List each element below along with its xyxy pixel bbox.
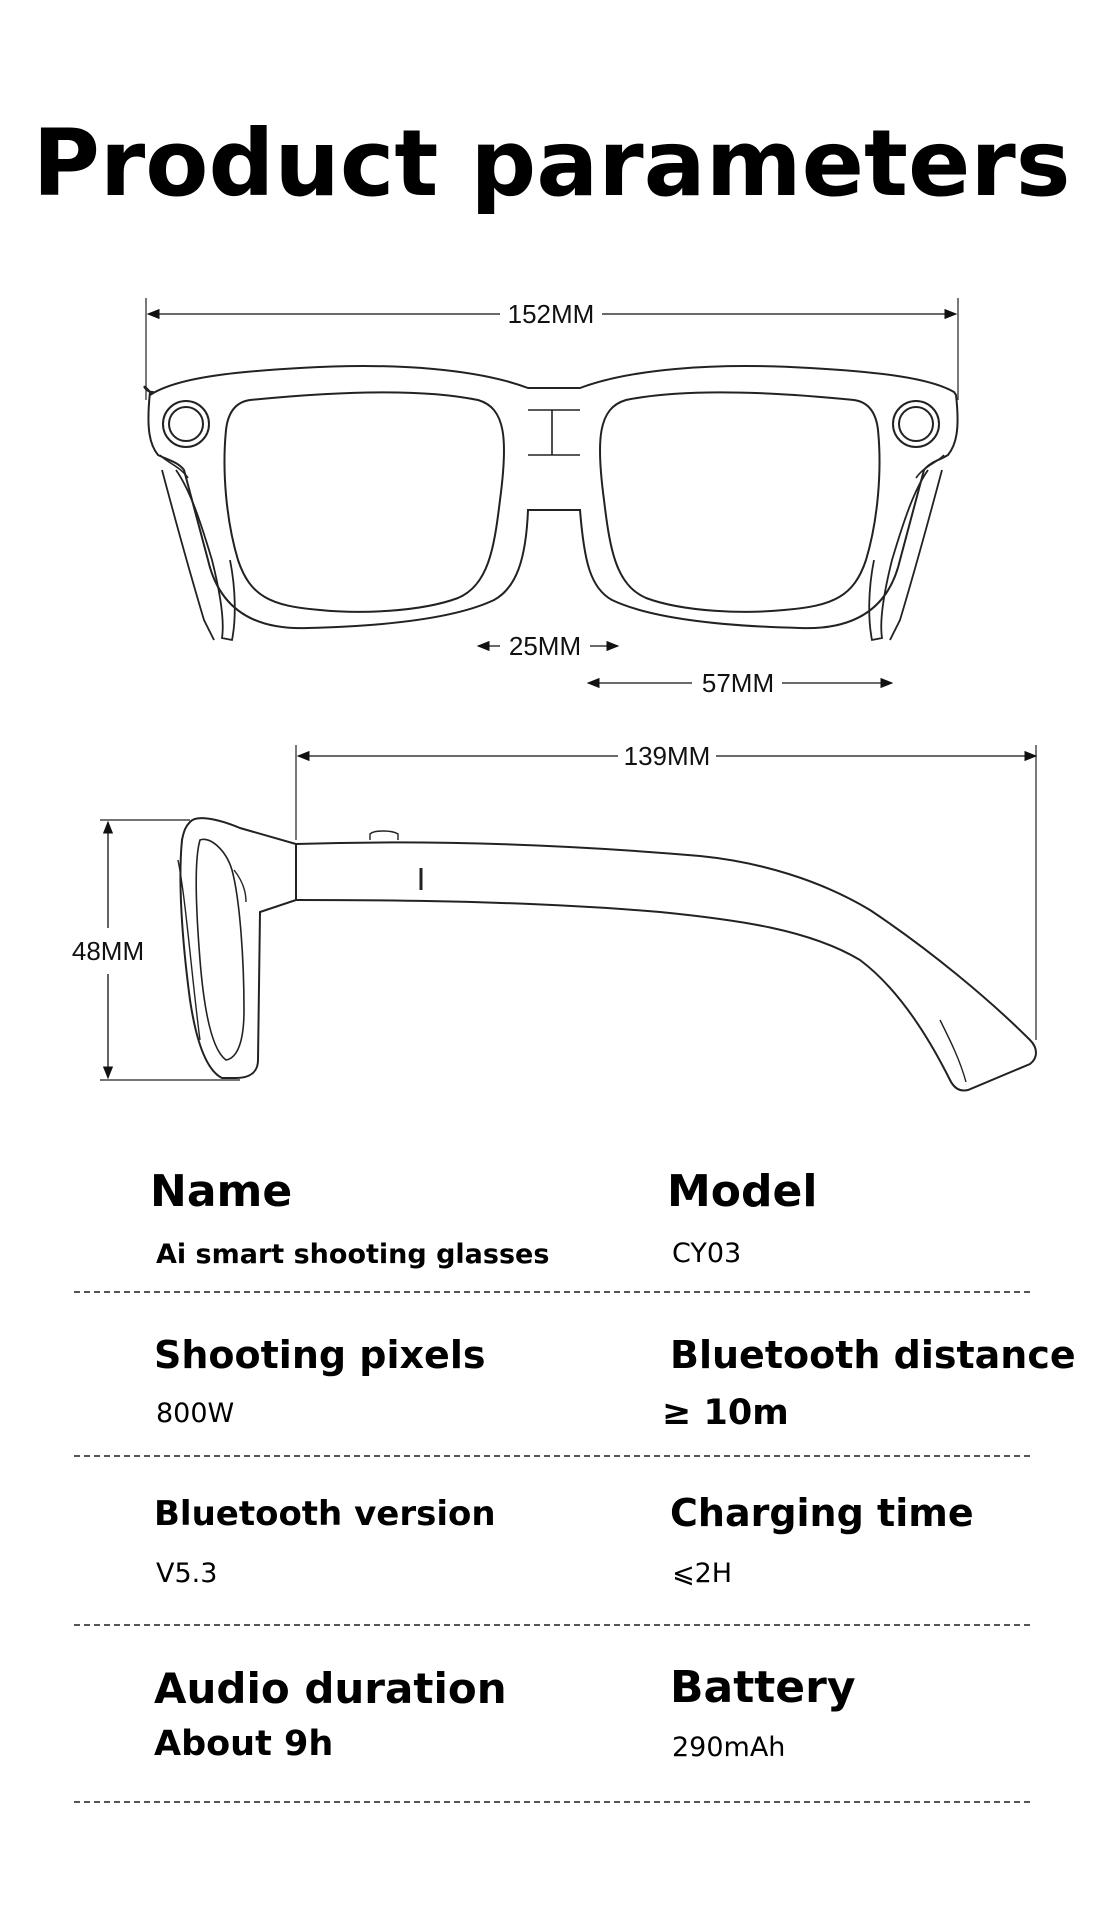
spec-model-value: CY03 xyxy=(672,1238,742,1269)
front-view-drawing xyxy=(143,298,959,642)
spec-name-value: Ai smart shooting glasses xyxy=(156,1239,550,1270)
dimension-bridge-label: 25MM xyxy=(509,631,581,661)
page-title: Product parameters xyxy=(32,110,1071,217)
side-view-drawing xyxy=(100,745,1037,1092)
dimension-width-label: 152MM xyxy=(508,299,595,329)
spec-pixels-value: 800W xyxy=(156,1398,235,1429)
spec-bt-version-value: V5.3 xyxy=(156,1558,218,1589)
spec-divider xyxy=(74,1291,1030,1293)
spec-pixels-label: Shooting pixels xyxy=(154,1333,486,1377)
spec-audio-value: About 9h xyxy=(154,1724,334,1764)
spec-name-label: Name xyxy=(150,1166,293,1217)
spec-divider xyxy=(74,1801,1030,1803)
spec-charging-label: Charging time xyxy=(670,1491,974,1535)
spec-model-label: Model xyxy=(667,1166,818,1217)
dimension-lens-label: 57MM xyxy=(702,668,774,698)
glasses-technical-drawing: 152MM 25MM 57MM 139MM 48MM xyxy=(72,298,1038,1092)
spec-charging-value: ⩽2H xyxy=(672,1558,733,1589)
dimension-temple-label: 139MM xyxy=(624,741,711,771)
spec-battery-value: 290mAh xyxy=(672,1732,786,1763)
spec-divider xyxy=(74,1624,1030,1626)
dimension-height-label: 48MM xyxy=(72,936,144,966)
spec-audio-label: Audio duration xyxy=(154,1664,507,1713)
spec-divider xyxy=(74,1455,1030,1457)
spec-battery-label: Battery xyxy=(670,1662,856,1713)
spec-bt-distance-label: Bluetooth distance xyxy=(670,1333,1076,1377)
spec-bt-version-label: Bluetooth version xyxy=(154,1494,496,1534)
spec-bt-distance-value: ≥ 10m xyxy=(662,1393,789,1433)
